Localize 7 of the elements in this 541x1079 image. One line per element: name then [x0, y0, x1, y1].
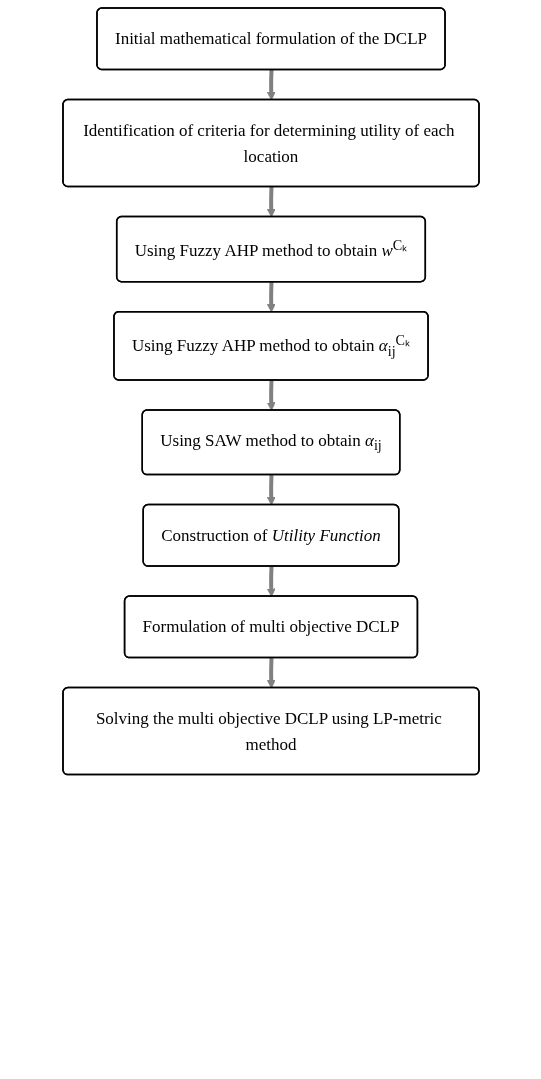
arrow — [266, 658, 276, 689]
arrow — [266, 475, 276, 506]
arrow — [266, 186, 276, 218]
arrow — [266, 69, 276, 101]
arrow — [266, 566, 276, 597]
arrow — [266, 282, 276, 313]
arrow — [266, 380, 276, 411]
